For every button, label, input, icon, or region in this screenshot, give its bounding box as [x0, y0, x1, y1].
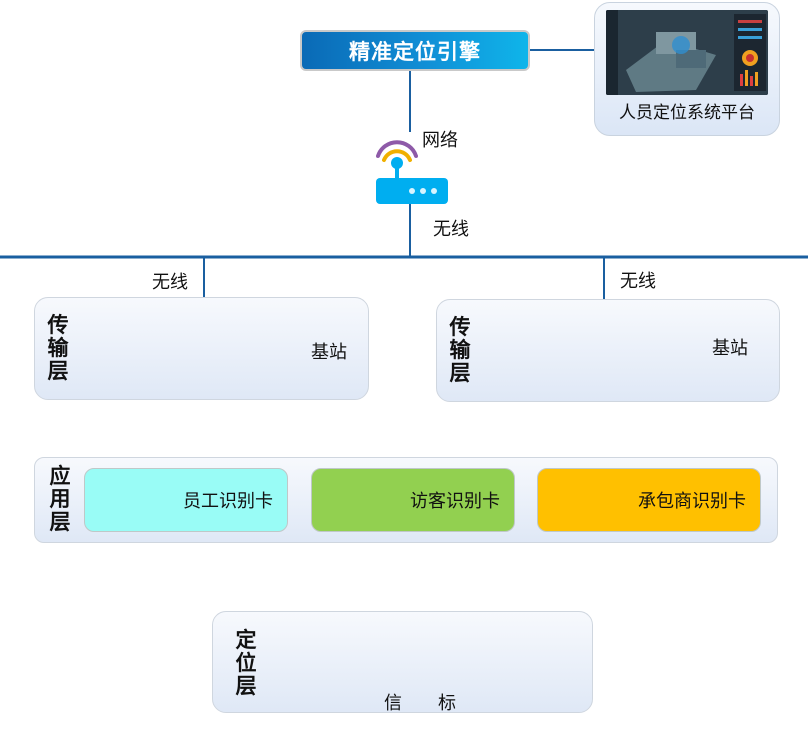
- base-station-left-label: 基站: [311, 342, 347, 363]
- beacon-label: 信 标: [384, 693, 456, 714]
- wireless-label-left: 无线: [152, 272, 188, 293]
- application-layer-title: 应 用 层: [49, 464, 71, 534]
- platform-dashboard-graphic: [606, 10, 768, 95]
- contractor-card-label: 承包商识别卡: [638, 491, 746, 512]
- positioning-engine-box: 精准定位引擎: [300, 30, 530, 71]
- positioning-layer-title: 定 位 层: [235, 628, 257, 698]
- visitor-card: 访客识别卡: [311, 468, 515, 532]
- wireless-label-center: 无线: [433, 219, 469, 240]
- transport-layer-left-title: 传 输 层: [47, 313, 69, 383]
- contractor-card: 承包商识别卡: [537, 468, 761, 532]
- visitor-card-label: 访客识别卡: [410, 491, 500, 512]
- wifi-router-icon: [376, 140, 448, 204]
- platform-label: 人员定位系统平台: [619, 103, 755, 123]
- engine-label: 精准定位引擎: [349, 39, 481, 64]
- network-label: 网络: [422, 130, 458, 151]
- employee-card: 员工识别卡: [84, 468, 288, 532]
- positioning-layer: [212, 611, 593, 713]
- employee-card-label: 员工识别卡: [183, 491, 273, 512]
- wireless-label-right: 无线: [620, 271, 656, 292]
- platform-screenshot-image: [606, 10, 768, 95]
- transport-layer-left: [34, 297, 369, 400]
- base-station-right-label: 基站: [712, 338, 748, 359]
- transport-layer-right-title: 传 输 层: [449, 315, 471, 385]
- transport-layer-right: [436, 299, 780, 402]
